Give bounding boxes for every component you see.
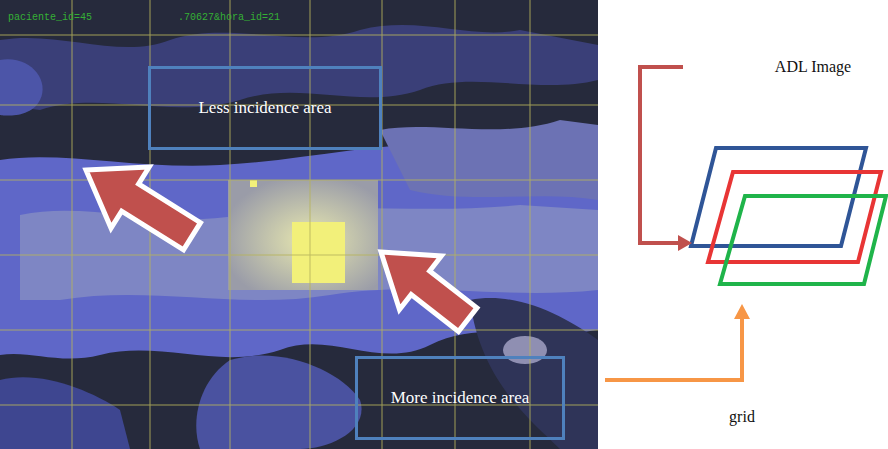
block-arrow — [67, 139, 211, 266]
layer-outline — [708, 172, 881, 262]
grid-lines — [0, 0, 598, 449]
area-box: Less incidence area — [148, 66, 382, 150]
area-label: Less incidence area — [198, 96, 331, 121]
arrowhead — [678, 235, 692, 251]
heat-zone — [228, 180, 378, 290]
arrowhead — [734, 304, 750, 319]
image-ground — [0, 0, 598, 449]
grid-line — [72, 0, 73, 449]
part-label: ADL Image — [775, 58, 851, 76]
grid-line — [0, 255, 598, 256]
layer-outline — [720, 196, 886, 284]
blue-region — [0, 377, 130, 449]
grid-line — [530, 0, 531, 449]
leader-line — [605, 318, 742, 380]
overlay-text: paciente_id=45 — [8, 12, 92, 23]
block-arrow — [360, 225, 489, 346]
heatmap-image — [0, 0, 598, 449]
bracket-line — [640, 67, 683, 243]
dark-region — [470, 298, 598, 449]
grid-line — [455, 0, 456, 449]
bright-spot — [503, 336, 547, 364]
grid-line — [0, 35, 598, 36]
part-label: grid — [729, 408, 755, 426]
grid-line — [0, 330, 598, 331]
blue-region — [196, 356, 361, 449]
hot-dot — [250, 180, 257, 187]
blue-region — [380, 120, 598, 200]
area-label: More incidence area — [391, 386, 530, 411]
hot-zone — [292, 222, 345, 283]
area-box: More incidence area — [355, 356, 565, 440]
blue-region — [0, 59, 43, 115]
overlay-text: .70627&hora_id=21 — [178, 12, 280, 23]
